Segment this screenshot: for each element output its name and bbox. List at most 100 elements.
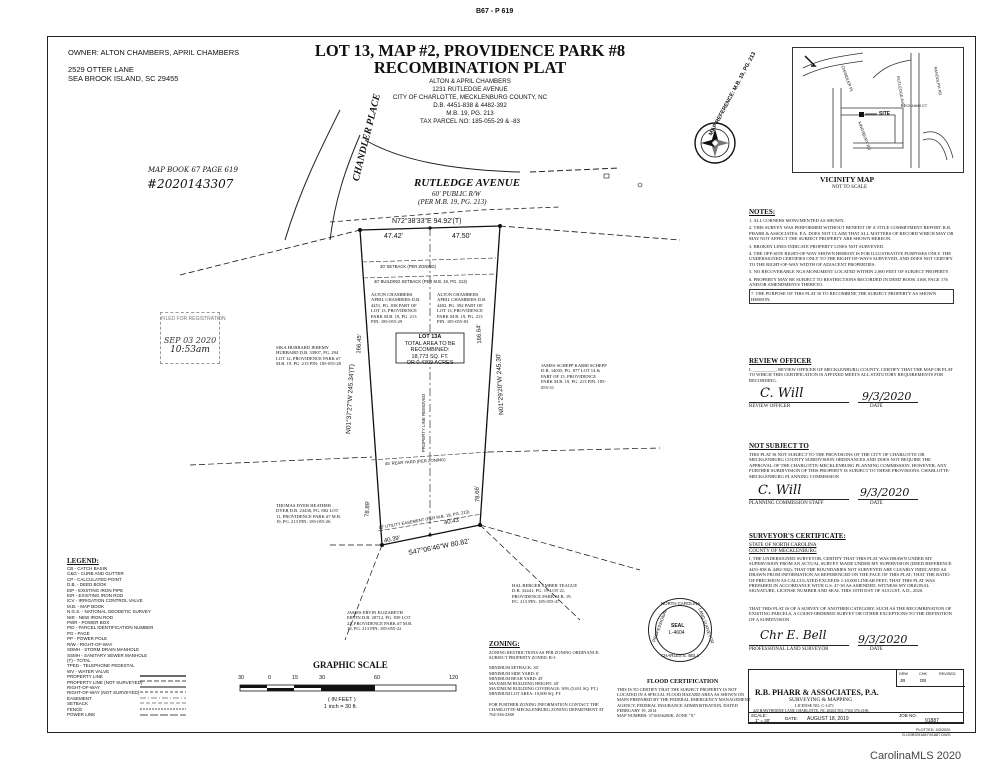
legend-item: CP - CALCULATED POINT	[67, 576, 122, 582]
note-item: 1. ALL CORNERS MONUMENTED AS SHOWN.	[749, 218, 845, 223]
review-officer-date: 9/3/2020	[862, 390, 912, 403]
flood-line: THIS IS TO CERTIFY THAT THE SUBJECT PROP…	[617, 687, 738, 692]
surveyor-county: COUNTY OF MECKLENBURG	[749, 549, 817, 554]
graphic-scale-title: GRAPHIC SCALE	[313, 660, 388, 670]
filed-stamp-label: FILED FOR REGISTRATION	[161, 316, 226, 322]
left-segment-distance: 166.45'	[356, 334, 364, 354]
right-low-distance: 78.66'	[474, 485, 482, 503]
flood-lines: THIS IS TO CERTIFY THAT THE SUBJECT PROP…	[617, 687, 750, 718]
flood-line: MAPS PREPARED BY THE FEDERAL EMERGENCY M…	[617, 697, 751, 703]
legend-item: EIR - EXISTING IRON ROD	[67, 593, 124, 599]
not-subject-body: THIS PLAT IS NOT SUBJECT TO THE PROVISIO…	[749, 452, 951, 479]
scale-tick: 60	[374, 675, 381, 681]
note-item: 7. THE PURPOSE OF THIS PLAT IS TO RECOMB…	[749, 289, 954, 305]
right-segment-distance: 166.64'	[476, 324, 484, 344]
legend-item: RIGHT-OF-WAY	[67, 684, 100, 690]
front-setback-label: 30' SETBACK (PER ZONING)	[380, 264, 437, 269]
vicinity-site-label: SITE	[879, 111, 891, 117]
review-officer-signature: C. Will	[760, 386, 804, 401]
zoning-line: FOR FURTHER ZONING INFORMATION CONTACT T…	[489, 701, 599, 707]
title-detail-line: 1231 RUTLEDGE AVENUE	[432, 86, 508, 93]
note-item: 5. NO RECOVERABLE NGS MONUMENT LOCATED W…	[749, 269, 950, 275]
zoning-lines: ZONING RESTRICTIONS AS PER ZONING ORDINA…	[489, 650, 604, 717]
surveyor-title: SURVEYOR'S CERTIFICATE:	[749, 532, 846, 540]
flood-line: AGENCY, FEDERAL INSURANCE ADMINISTRATION…	[617, 702, 738, 708]
zoning-line: CHARLOTTE-MECKLENBURG ZONING DEPARTMENT …	[489, 706, 604, 712]
legend-item: POWER LINE	[67, 711, 96, 717]
interior-owner-left: ALTON CHAMBERS APRIL CHAMBERS D.B. 4451,…	[371, 292, 421, 325]
job-label: JOB NO.	[899, 713, 918, 718]
lot-area-box: LOT 13A TOTAL AREA TO BE RECOMBINED: 18,…	[396, 334, 464, 367]
flood-line: LOCATED IN A SPECIAL FLOOD HAZARD AREA A…	[617, 692, 745, 698]
owner-city: SEA BROOK ISLAND, SC 29455	[68, 74, 179, 83]
not-subject-title: NOT SUBJECT TO	[749, 442, 809, 450]
surveyor-state: STATE OF NORTH CAROLINA	[749, 543, 817, 548]
review-signature-line	[749, 402, 849, 403]
drw-label: DRW	[899, 672, 908, 676]
flood-line: MAP NUMBER: 3710456200K, ZONE "X"	[617, 713, 696, 719]
surveyor-date-line	[858, 645, 918, 646]
street-ref-label: (PER M.B. 19, PG. 213)	[418, 198, 487, 206]
zoning-line: MAXIMUM BUILDING HEIGHT: 40'	[489, 681, 559, 687]
zoning-line: 704-336-2368	[489, 712, 514, 718]
seal-top-text: NORTH CAROLINA	[661, 601, 701, 606]
note-item: 6. PROPERTY MAY BE SUBJECT TO RESTRICTIO…	[749, 276, 948, 288]
legend-item: TPED - TELEPHONE PEDESTAL	[67, 663, 135, 669]
legend-list: CB - CATCH BASIN C&G - CURB AND GUTTER C…	[67, 566, 177, 717]
neighbor-south-west: JAMES ERVIN ELIZABETH ERVIN D.B. 28712, …	[347, 610, 413, 632]
legend-item: N.G.S. - NATIONAL GEODETIC SURVEY	[67, 609, 151, 615]
map-book-stamp: MAP BOOK 67 PAGE 619	[148, 166, 238, 174]
filed-stamp: FILED FOR REGISTRATION SEP 03 2020 10:53…	[160, 312, 226, 364]
zoning-line: MINIMUM SETBACK: 30'	[489, 665, 539, 671]
zoning-line: MAXIMUM BUILDING COVERAGE: 30% (5,631 SQ…	[489, 686, 599, 692]
not-subject-date-label: DATE	[870, 501, 883, 506]
vicinity-map: SITE CHANDLER PL RUTLEDGE AVE BECKHAM CT…	[792, 47, 964, 173]
surveyor-signature: Chr E. Bell	[760, 628, 827, 642]
front-right-distance: 47.50'	[452, 233, 471, 240]
neighbor-south-east: HAL BERGER AMBER TEAGUE D.B. 32441, PG. …	[512, 583, 578, 605]
plat-subtitle: RECOMBINATION PLAT	[373, 58, 567, 77]
legend-item: SETBACK	[67, 701, 89, 707]
legend-item: D.B. - DEED BOOK	[67, 582, 107, 588]
building-setback-label: 40' BUILDING SETBACK (PER M.B. 19, PG. 2…	[374, 279, 467, 284]
title-block-footer: SCALE: 1" = 30' DATE: AUGUST 18, 2019 JO…	[748, 712, 964, 724]
filed-time: 10:53am	[170, 345, 210, 355]
interior-owner-right: ALTON CHAMBERS APRIL CHAMBERS D.B. 4482,…	[437, 292, 487, 325]
plat-sheet-border	[47, 36, 976, 733]
street-rw-label: 60' PUBLIC R/W	[432, 190, 481, 198]
legend-item: R/W - RIGHT-OF-WAY	[67, 641, 113, 647]
surveyor-sig-label: PROFESSIONAL LAND SURVEYOR	[749, 647, 829, 652]
legend-item: SDMH - STORM DRAIN MANHOLE	[67, 647, 140, 653]
legend-item: WV - WATER VALVE	[67, 668, 110, 674]
job-value: 91887	[925, 718, 939, 724]
legend-item: PROPERTY LINE (NOT SURVEYED)	[67, 679, 143, 685]
filed-date: SEP 03 2020	[163, 336, 217, 345]
not-subject-signature: C. Will	[758, 483, 802, 498]
drw-value: JB	[900, 678, 906, 683]
surveyor-body-secondary: THAT THIS PLAT IS OF A SURVEY OF ANOTHER…	[749, 606, 952, 622]
legend-line-samples	[140, 675, 186, 716]
legend-item: PG - PAGE	[67, 630, 90, 636]
title-detail-line: M.B. 19, PG. 213	[446, 110, 494, 117]
zoning-line: SUBJECT PROPERTY ZONED: R-3	[489, 655, 556, 661]
flood-title: FLOOD CERTIFICATION	[647, 679, 719, 685]
legend-item: FENCE	[67, 706, 83, 712]
seal-bottom-text: CHARLES E. BELL	[661, 653, 700, 658]
scale-tick: 0	[268, 675, 272, 681]
front-bearing: N72°38'33"E 94.92'(T)	[392, 218, 462, 225]
vicinity-map-title: VICINITY MAP	[820, 175, 875, 184]
property-line-removed-label: PROPERTY LINE REMOVED	[421, 393, 427, 453]
lot-label: LOT 13A	[418, 334, 442, 340]
review-sig-label: REVIEW OFFICER	[749, 404, 791, 409]
street-label-rutledge: RUTLEDGE AVENUE	[414, 177, 521, 189]
neighbor-west-lower: THOMAS DYER HEATHER DYER D.B. 23438, PG.…	[276, 503, 342, 525]
owner-label: OWNER: ALTON CHAMBERS, APRIL CHAMBERS	[68, 48, 240, 57]
scale-tick: 30	[238, 675, 245, 681]
notes-list: 1. ALL CORNERS MONUMENTED AS SHOWN. 2. T…	[749, 218, 954, 305]
graphic-scale-bar	[239, 684, 457, 692]
neighbor-east: JAMES SCHEPP KARRI SCHEPP D.B. 14035, PG…	[541, 363, 607, 390]
seal-center-text: SEAL	[671, 623, 685, 629]
surveyor-signature-line	[749, 645, 849, 646]
